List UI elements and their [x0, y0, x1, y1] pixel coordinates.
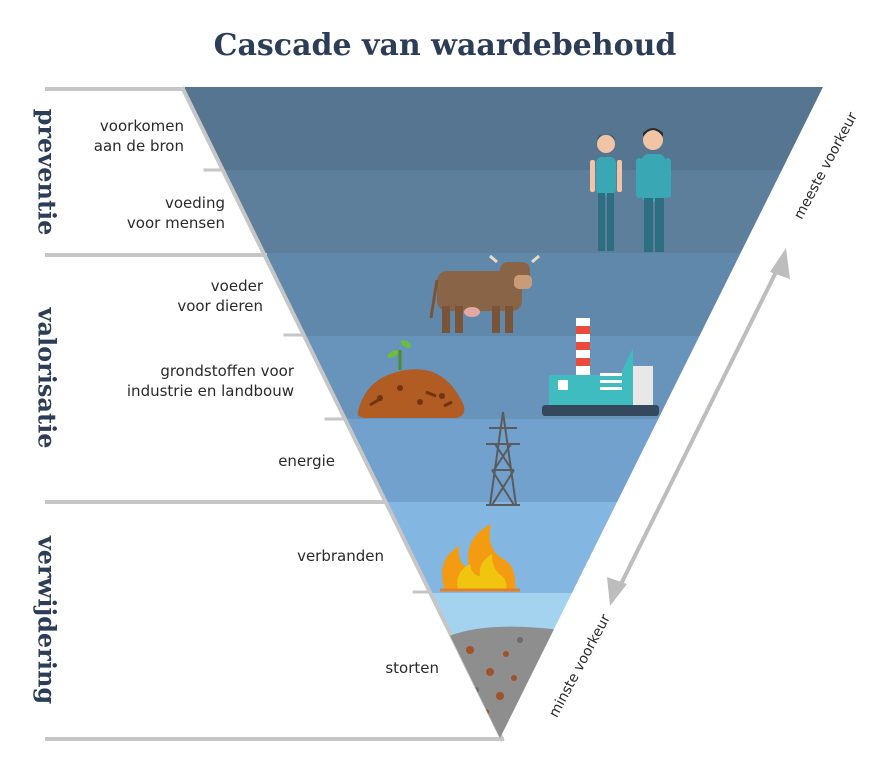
cow-icon [429, 254, 540, 333]
band-voeding [183, 170, 823, 253]
arrow-up-head [770, 248, 790, 279]
step-label-voeding: voeding voor mensen [126, 194, 225, 232]
step-label-voeder: voeder voor dieren [177, 277, 263, 315]
step-label-verbranden: verbranden [297, 547, 384, 565]
landfill-icon [440, 626, 560, 738]
people-icon [590, 128, 671, 252]
group-label-preventie: preventie [32, 108, 62, 236]
preference-arrow [607, 248, 790, 606]
factory-icon [542, 318, 659, 416]
step-label-voorkomen: voorkomen aan de bron [93, 117, 184, 155]
step-label-grondstoffen: grondstoffen voor industrie en landbouw [126, 362, 294, 400]
power-pylon-icon [486, 411, 520, 506]
group-label-valorisatie: valorisatie [32, 307, 62, 449]
step-label-storten: storten [385, 659, 439, 677]
group-label-verwijdering: verwijdering [32, 535, 62, 705]
left-brackets [45, 86, 505, 742]
page-title: Cascade van waardebehoud [213, 28, 677, 63]
step-label-energie: energie [278, 452, 335, 470]
band-voorkomen [183, 87, 823, 170]
compost-icon [357, 340, 465, 418]
fire-icon [440, 524, 520, 592]
arrow-down-head [607, 577, 627, 606]
